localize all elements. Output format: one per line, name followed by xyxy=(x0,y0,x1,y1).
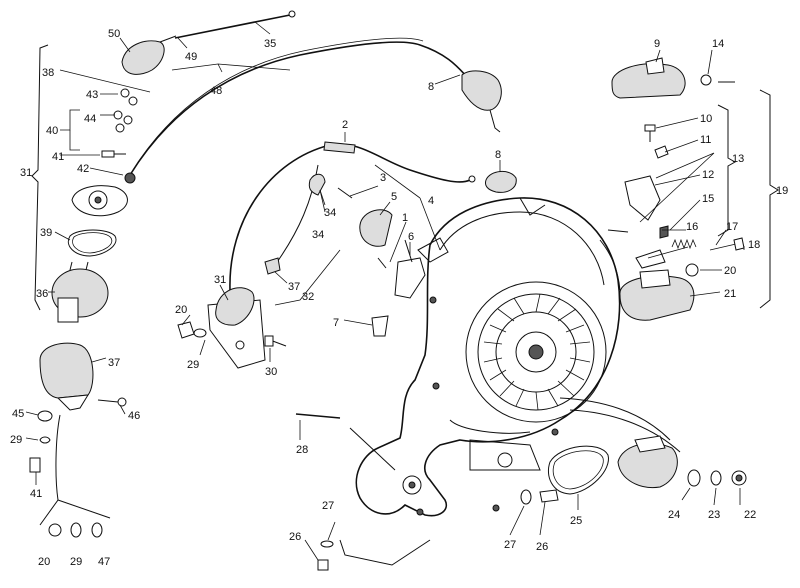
callout-7: 7 xyxy=(333,317,339,329)
engine-housing xyxy=(355,197,681,517)
callout-45: 45 xyxy=(12,408,24,420)
callout-39: 39 xyxy=(40,227,52,239)
callout-31a: 31 xyxy=(20,167,32,179)
callout-numbers: 50 49 35 38 48 8 43 44 40 41 42 31 39 36… xyxy=(10,28,788,568)
callout-32: 32 xyxy=(302,291,314,303)
callout-24: 24 xyxy=(668,509,680,521)
callout-25: 25 xyxy=(570,515,582,527)
callout-21: 21 xyxy=(724,288,736,300)
callout-11: 11 xyxy=(700,134,711,146)
callout-34b: 34 xyxy=(324,207,336,219)
callout-3: 3 xyxy=(380,172,386,184)
callout-12: 12 xyxy=(702,169,714,181)
callout-8b: 8 xyxy=(495,149,501,161)
ht-lead-top xyxy=(121,10,502,176)
callout-14: 14 xyxy=(712,38,724,50)
callout-9: 9 xyxy=(654,38,660,50)
flywheel-fins xyxy=(483,293,591,411)
callout-15: 15 xyxy=(702,193,714,205)
right-parts xyxy=(520,57,779,505)
callout-2: 2 xyxy=(342,119,348,131)
callout-35: 37 xyxy=(288,281,300,293)
callout-20b: 20 xyxy=(38,556,50,568)
callout-5: 5 xyxy=(391,191,397,203)
callout-23: 23 xyxy=(708,509,720,521)
callout-42: 42 xyxy=(77,163,89,175)
callout-27b: 27 xyxy=(504,539,516,551)
callout-50: 50 xyxy=(108,28,120,40)
callout-20c: 20 xyxy=(724,265,736,277)
callout-6: 6 xyxy=(408,231,414,243)
callout-20a: 20 xyxy=(175,304,187,316)
callout-41a: 41 xyxy=(52,151,64,163)
callout-16: 16 xyxy=(686,221,698,233)
callout-38: 38 xyxy=(42,67,54,79)
center-parts xyxy=(177,141,517,571)
callout-26a: 26 xyxy=(289,531,301,543)
callout-30: 30 xyxy=(265,366,277,378)
callout-13: 13 xyxy=(732,153,744,165)
callout-19: 19 xyxy=(776,185,788,197)
callout-1: 1 xyxy=(402,212,408,224)
callout-34a: 35 xyxy=(264,38,276,50)
callout-18: 18 xyxy=(748,239,760,251)
callout-43: 43 xyxy=(86,89,98,101)
callout-37: 37 xyxy=(108,357,120,369)
callout-48: 48 xyxy=(210,85,222,97)
callout-49: 49 xyxy=(185,51,197,63)
callout-10: 10 xyxy=(700,113,712,125)
callout-33: 34 xyxy=(312,229,324,241)
callout-27a: 27 xyxy=(322,500,334,512)
callout-22: 22 xyxy=(744,509,756,521)
leader-lines xyxy=(25,21,745,561)
callout-29b: 29 xyxy=(10,434,22,446)
callout-40: 40 xyxy=(46,125,58,137)
callout-44: 44 xyxy=(84,113,96,125)
callout-31b: 31 xyxy=(214,274,226,286)
left-parts xyxy=(29,44,138,538)
callout-17: 17 xyxy=(726,221,738,233)
callout-29c: 29 xyxy=(70,556,82,568)
callout-28: 28 xyxy=(296,444,308,456)
callout-8a: 8 xyxy=(428,81,434,93)
callout-29a: 29 xyxy=(187,359,199,371)
callout-4: 4 xyxy=(428,195,434,207)
callout-41b: 41 xyxy=(30,488,42,500)
callout-36: 36 xyxy=(36,288,48,300)
callout-47: 47 xyxy=(98,556,110,568)
callout-26b: 26 xyxy=(536,541,548,553)
callout-46: 46 xyxy=(128,410,140,422)
